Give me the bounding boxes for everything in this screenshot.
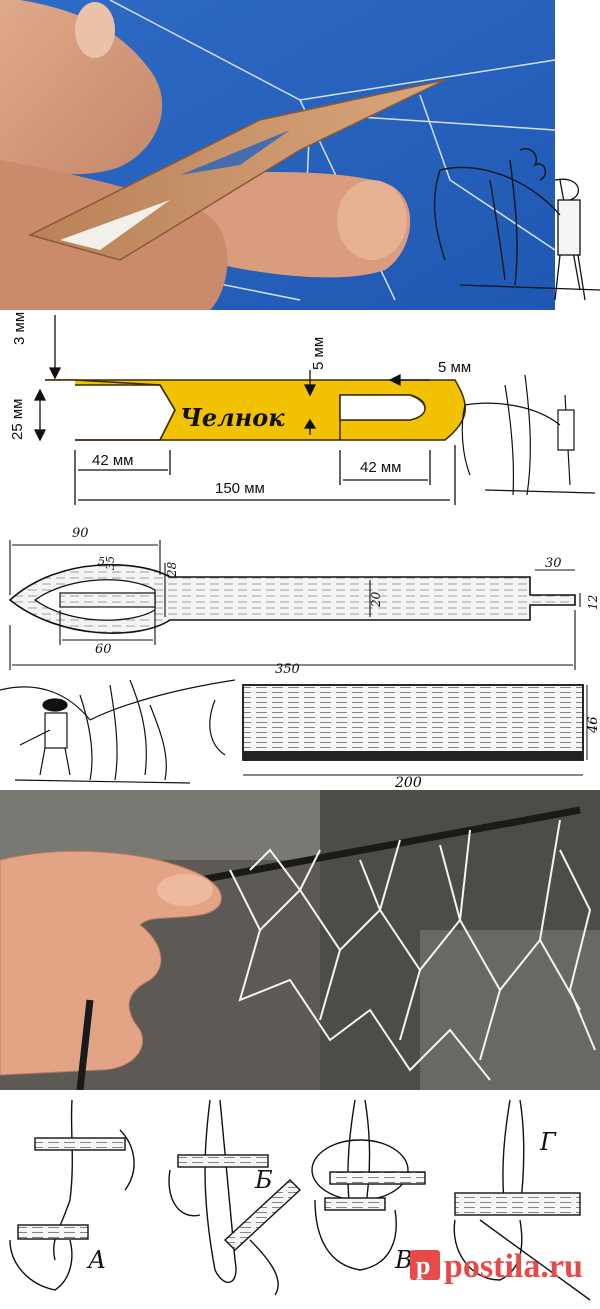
photo-hand-shuttle [0,0,600,310]
postila-watermark: p postila.ru [410,1248,583,1285]
dim-90: 90 [72,526,89,541]
dim-5mm-slot: 5 мм [310,337,327,370]
photo-net-knitting [0,790,600,1090]
dim-150mm: 150 мм [215,480,265,497]
step-a-label: А [86,1246,106,1274]
dim-60: 60 [95,642,112,657]
dim-5mm-tip: 5 мм [438,359,471,376]
dim-42mm-right: 42 мм [360,459,401,476]
dim-46: 46 [586,716,600,734]
watermark-text: postila.ru [444,1248,583,1285]
step-v-label: В [394,1246,413,1274]
step-g-label: Г [539,1128,557,1156]
diagram-mesh-gauge: 46 200 [0,675,600,790]
dim-35: 35 [104,556,117,570]
dim-350: 350 [275,662,300,675]
dim-5: 5 [98,555,105,568]
dim-12: 12 [586,595,600,610]
diagram-wood-shuttle: 90 5 35 28 20 30 12 60 350 [0,515,600,675]
shuttle-title: Челнок [180,403,285,432]
dim-25mm: 25 мм [9,399,26,440]
dim-200: 200 [394,775,422,790]
svg-text:p: p [416,1251,430,1280]
dim-42mm-left: 42 мм [92,452,133,469]
dim-28: 28 [165,561,179,578]
step-b-label: Б [254,1166,273,1194]
diagram-knot-steps: А Б В Г p postila.ru [0,1090,600,1309]
dim-20: 20 [369,591,383,608]
diagram-yellow-shuttle: Челнок 3 мм 5 мм 5 мм 25 мм 42 мм 42 мм … [0,310,600,515]
dim-3mm: 3 мм [11,312,28,345]
dim-30: 30 [545,556,562,571]
